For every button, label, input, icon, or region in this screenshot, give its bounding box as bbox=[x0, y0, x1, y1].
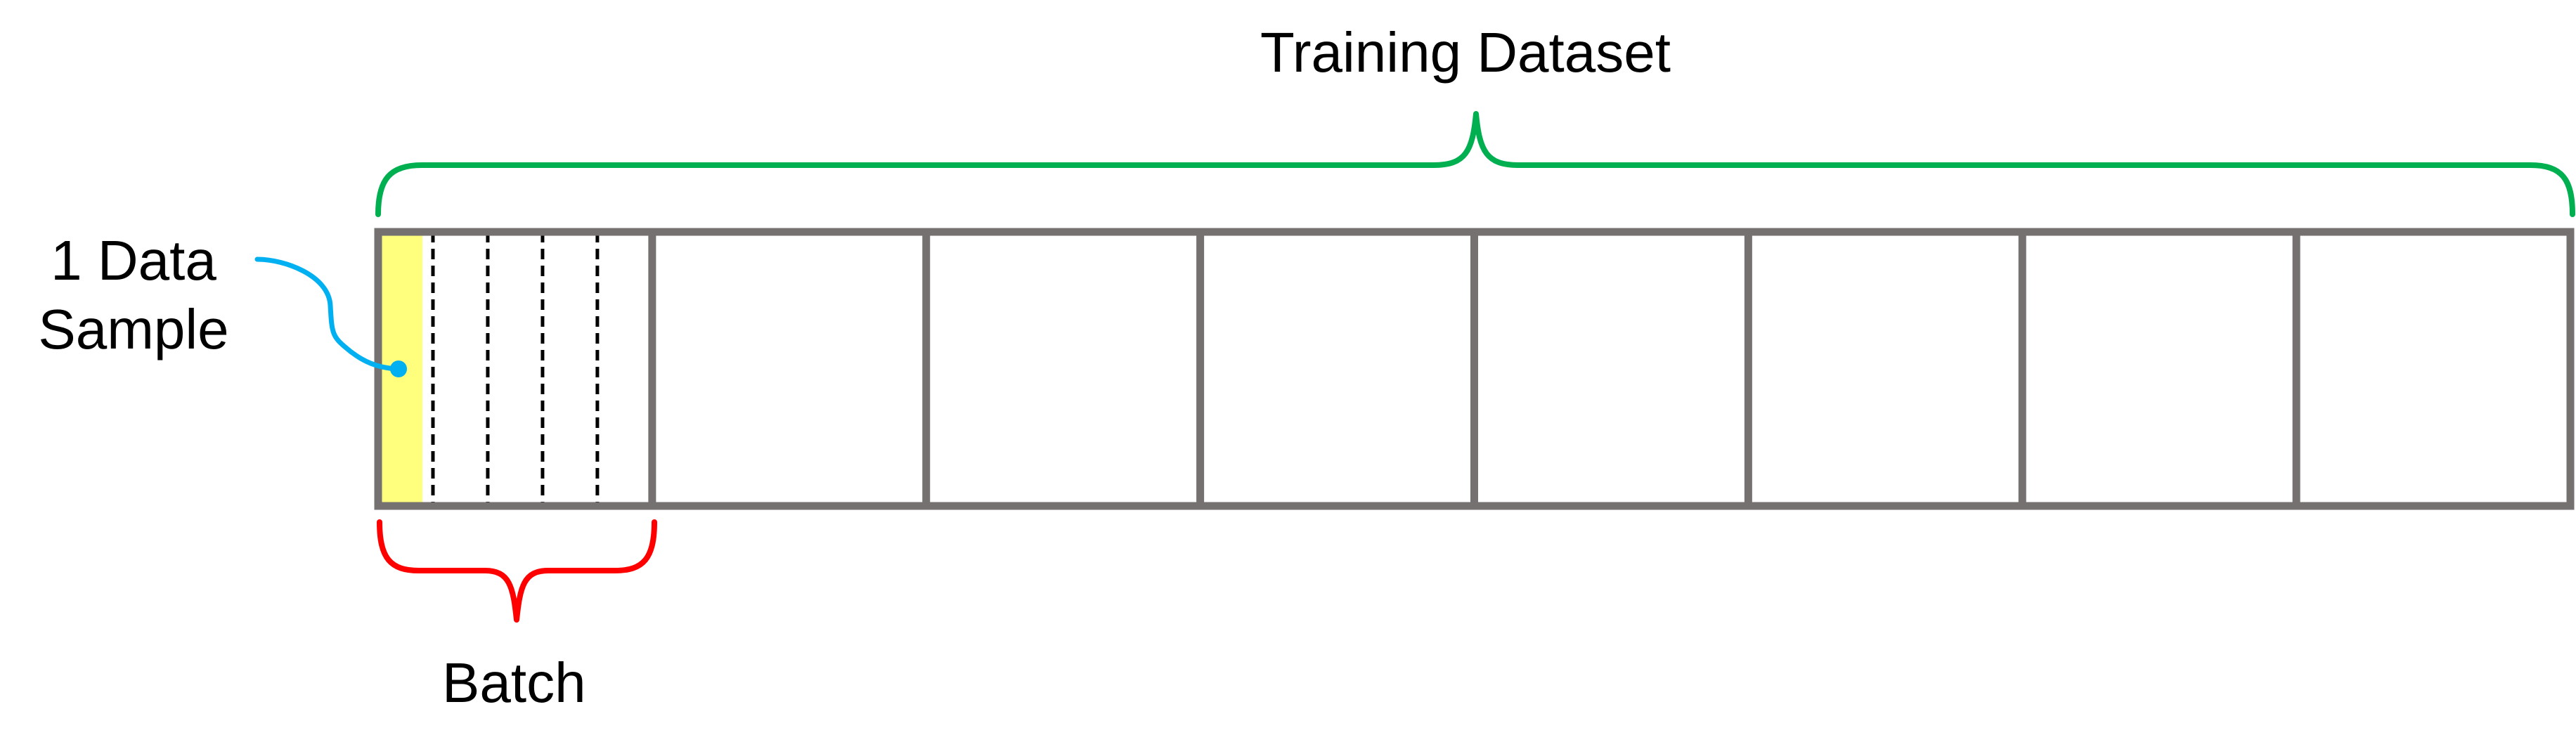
data-sample-label-line2: Sample bbox=[38, 298, 229, 360]
batch-label: Batch bbox=[442, 651, 586, 714]
batch-dividers bbox=[648, 232, 2300, 506]
data-sample-label: 1 Data Sample bbox=[35, 226, 232, 364]
data-sample-label-line1: 1 Data bbox=[51, 229, 216, 292]
sample-pointer-line bbox=[254, 256, 401, 372]
dataset-bar bbox=[374, 228, 2575, 510]
dataset-brace bbox=[375, 111, 2575, 217]
batch-brace bbox=[377, 519, 657, 623]
training-dataset-label: Training Dataset bbox=[1260, 21, 1671, 84]
sample-pointer-dot bbox=[390, 360, 407, 377]
sample-dividers bbox=[431, 232, 600, 506]
